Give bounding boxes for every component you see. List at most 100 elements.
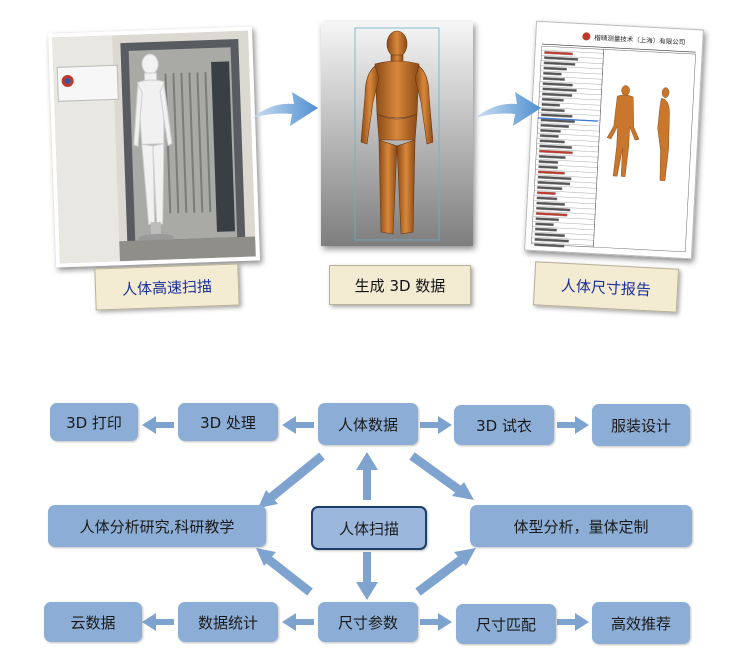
report-row-text (543, 61, 576, 66)
arrow-right-icon (475, 92, 541, 126)
report-row-line (540, 75, 603, 80)
report-row-line (536, 138, 599, 142)
node-efficient-recommend: 高效推荐 (592, 602, 690, 644)
node-3d-tryon: 3D 试衣 (454, 405, 554, 445)
report-row-text (536, 201, 565, 206)
report-row-line (536, 143, 599, 148)
report-row-line (536, 153, 599, 158)
report-row-text (543, 56, 579, 61)
arrow-left-icon (282, 416, 314, 434)
report-row-line (531, 242, 594, 246)
arrow-right-icon (420, 416, 452, 434)
scanner-booth-illustration (52, 30, 256, 264)
report-row-line (537, 127, 600, 132)
size-report-illustration: 楷晴测量技术（上海）有限公司 (525, 21, 703, 259)
report-row-text (534, 232, 565, 238)
arrow-right-icon (420, 613, 452, 631)
report-row-text (542, 87, 577, 92)
report-row-line (532, 221, 595, 225)
report-row-text (543, 71, 562, 76)
report-row-text (544, 51, 573, 56)
report-row-line (540, 65, 603, 70)
report-row-line (541, 60, 603, 64)
report-row-text (539, 134, 559, 138)
report-row-line (535, 164, 598, 168)
report-row-text (537, 175, 572, 181)
arrow-down-icon (356, 552, 378, 600)
report-row-line (537, 132, 600, 137)
report-row-text (536, 206, 571, 212)
report-row-line (539, 86, 602, 90)
report-row-line (534, 184, 597, 189)
report-row-text (537, 186, 563, 191)
report-row-text (535, 222, 554, 227)
report-row-line (538, 101, 601, 106)
arrow-left-icon (142, 416, 174, 434)
node-shape-analysis: 体型分析，量体定制 (470, 505, 692, 547)
report-row-text (535, 212, 568, 217)
arrow-left-icon (282, 613, 314, 631)
report-row-line (537, 122, 600, 127)
report-row-line (539, 81, 602, 85)
report-row-text (538, 160, 559, 164)
scanner-booth-photo (47, 26, 261, 268)
report-row-line (531, 236, 594, 241)
3d-body-model-render (321, 22, 473, 246)
report-row-text (540, 113, 573, 118)
caption-generate-3d: 生成 3D 数据 (329, 265, 471, 305)
report-row-line (534, 179, 597, 184)
report-row-text (540, 128, 561, 133)
report-row-text (541, 108, 565, 113)
node-body-scan: 人体扫描 (311, 506, 427, 550)
body-size-report-sheet: 楷晴测量技术（上海）有限公司 (524, 20, 704, 260)
node-size-params: 尺寸参数 (318, 602, 418, 642)
report-row-line (540, 70, 603, 75)
report-row-text (542, 76, 565, 81)
report-row-line (533, 200, 596, 205)
report-row-line (535, 174, 598, 179)
report-row-line (539, 91, 602, 96)
3d-body-model-illustration (321, 22, 473, 246)
report-row-line (532, 226, 595, 231)
arrow-right-icon (557, 416, 589, 434)
report-row-text (538, 154, 566, 160)
report-row-line (533, 210, 596, 215)
report-row-text (542, 82, 573, 87)
report-row-text (534, 227, 557, 232)
report-row-line (535, 158, 598, 163)
report-row-text (543, 66, 567, 71)
report-row-line (535, 169, 598, 173)
report-row-text (540, 123, 570, 129)
report-row-line (538, 107, 601, 111)
node-3d-print: 3D 打印 (50, 403, 138, 441)
node-cloud-data: 云数据 (44, 602, 142, 642)
node-body-data: 人体数据 (318, 403, 418, 445)
report-row-line (532, 216, 595, 220)
report-row-text (538, 165, 558, 170)
report-row-text (536, 191, 556, 196)
node-data-stats: 数据统计 (178, 602, 278, 642)
arrow-down-left-icon (258, 490, 278, 508)
node-analysis-research: 人体分析研究,科研教学 (48, 505, 266, 547)
arrow-down-right-icon (452, 482, 474, 500)
node-size-match: 尺寸匹配 (456, 604, 556, 644)
report-row-line (533, 195, 596, 199)
report-row-text (539, 149, 573, 155)
report-row-text (537, 180, 571, 186)
report-row-line (534, 190, 597, 194)
node-3d-process: 3D 处理 (178, 403, 278, 441)
arrow-up-left-icon (256, 548, 276, 566)
report-row-text (539, 139, 565, 144)
node-fashion-design: 服装设计 (592, 404, 690, 446)
report-row-line (536, 148, 599, 153)
report-row-line (541, 49, 604, 54)
report-row-text (539, 144, 573, 150)
report-row-line (541, 55, 604, 59)
arrow-right-icon (557, 613, 589, 631)
report-row-line (532, 231, 595, 236)
report-row-line (539, 96, 602, 101)
report-row-line (533, 205, 596, 210)
report-row-text (536, 196, 558, 201)
report-row-text (537, 170, 565, 175)
report-row-text (542, 92, 573, 97)
